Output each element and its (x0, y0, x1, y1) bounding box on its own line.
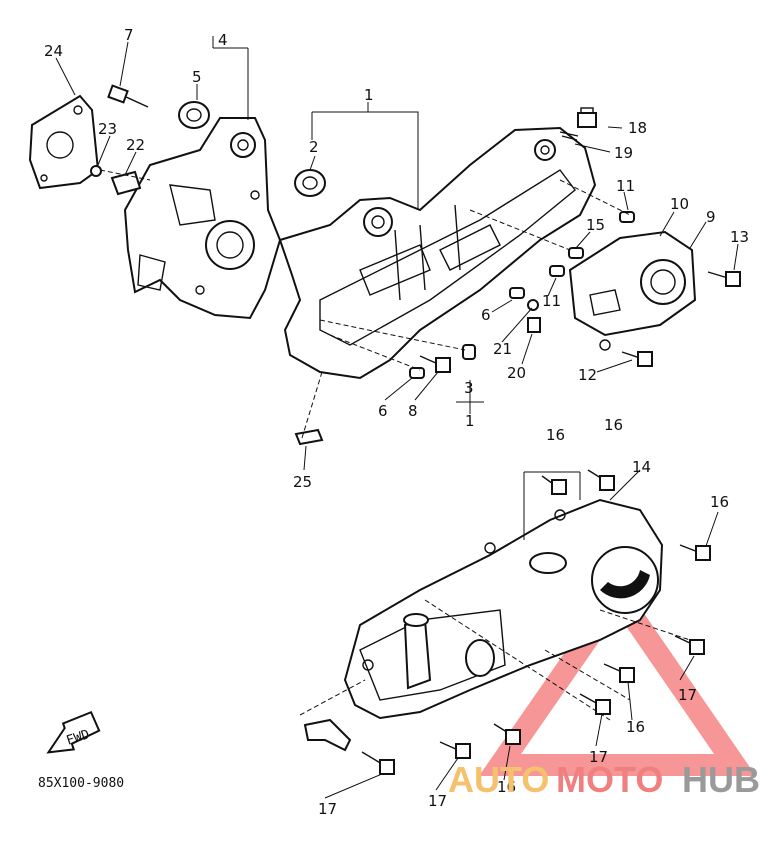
callout-3: 3 (464, 379, 474, 397)
callout-11b: 11 (542, 292, 561, 310)
bolt-17d (361, 751, 395, 775)
bushing-part-5 (178, 101, 210, 129)
callout-17b: 17 (589, 748, 608, 766)
bolt-16d (603, 663, 635, 683)
left-crankcase (123, 117, 282, 320)
callout-16c: 16 (710, 493, 729, 511)
callout-14: 14 (632, 458, 651, 476)
bushing-part-2 (294, 169, 326, 197)
callout-17a: 17 (678, 686, 697, 704)
gasket-part-24 (28, 94, 100, 190)
callout-25: 25 (293, 473, 312, 491)
bolt-17a (674, 635, 705, 655)
plug-part-18 (577, 107, 597, 128)
callout-22: 22 (126, 136, 145, 154)
bolt-part-20 (527, 317, 541, 333)
bolt-16e (493, 723, 521, 745)
clip-part-19 (559, 131, 579, 141)
fwd-direction-arrow: FWD (46, 710, 101, 754)
dowel-part-6a (509, 287, 525, 299)
callout-17d: 17 (318, 800, 337, 818)
bolt-16a (541, 475, 567, 495)
callout-21: 21 (493, 340, 512, 358)
dowel-part-6b (409, 367, 425, 379)
watermark-auto: AUTO (448, 759, 549, 800)
callout-9: 9 (706, 208, 716, 226)
callout-19: 19 (614, 144, 633, 162)
dowel-part-11a (619, 211, 635, 223)
callout-6b: 6 (378, 402, 388, 420)
callout-16a: 16 (546, 426, 565, 444)
fitting-part-22 (110, 170, 142, 196)
callout-1-top: 1 (364, 86, 374, 104)
callout-12: 12 (578, 366, 597, 384)
bolt-part-12 (621, 351, 653, 367)
callout-23: 23 (98, 120, 117, 138)
crankcase-cover-part-14 (343, 498, 664, 720)
watermark-text: AUTO MOTO HUB (448, 759, 760, 800)
callout-2: 2 (309, 138, 319, 156)
callout-4: 4 (218, 31, 228, 49)
watermark-moto: MOTO (556, 759, 663, 800)
callout-labels: 24 7 4 5 23 22 1 2 18 19 11 10 9 13 15 1… (44, 26, 749, 818)
bolt-part-7 (107, 84, 149, 108)
dowel-part-15 (568, 247, 584, 259)
dowel-part-3 (462, 344, 476, 360)
callout-6a: 6 (481, 306, 491, 324)
callout-17c: 17 (428, 792, 447, 810)
bracket-label-1: 1 (465, 412, 475, 430)
assembly-lines-lower (299, 599, 691, 721)
leader-lines (55, 36, 739, 799)
callout-11a: 11 (616, 177, 635, 195)
dowel-part-11b (549, 265, 565, 277)
callout-16b: 16 (604, 416, 623, 434)
callout-10: 10 (670, 195, 689, 213)
callout-16d: 16 (626, 718, 645, 736)
callout-15: 15 (586, 216, 605, 234)
watermark-hub: HUB (682, 759, 760, 800)
bolt-part-8 (419, 355, 451, 373)
bolt-16c (679, 544, 711, 561)
callout-8: 8 (408, 402, 418, 420)
fwd-label: FWD (65, 727, 92, 749)
callout-5: 5 (192, 68, 202, 86)
watermark-triangle (478, 575, 756, 776)
callout-16e: 16 (497, 778, 516, 796)
bolt-17c (439, 741, 471, 759)
dowel-part-25 (294, 428, 324, 446)
callout-20: 20 (507, 364, 526, 382)
side-cover-part-9 (568, 230, 697, 351)
callout-24: 24 (44, 42, 63, 60)
bolt-17b (579, 693, 611, 715)
pin-part-23 (90, 165, 102, 177)
callout-13: 13 (730, 228, 749, 246)
bracket-part (303, 718, 352, 752)
main-crankcase (278, 126, 597, 380)
callout-7: 7 (124, 26, 134, 44)
callout-18: 18 (628, 119, 647, 137)
washer-part-21 (527, 299, 539, 311)
bolt-16b (587, 469, 615, 491)
diagram-code: 85X100-9080 (38, 776, 124, 791)
bolt-part-13 (707, 271, 741, 287)
